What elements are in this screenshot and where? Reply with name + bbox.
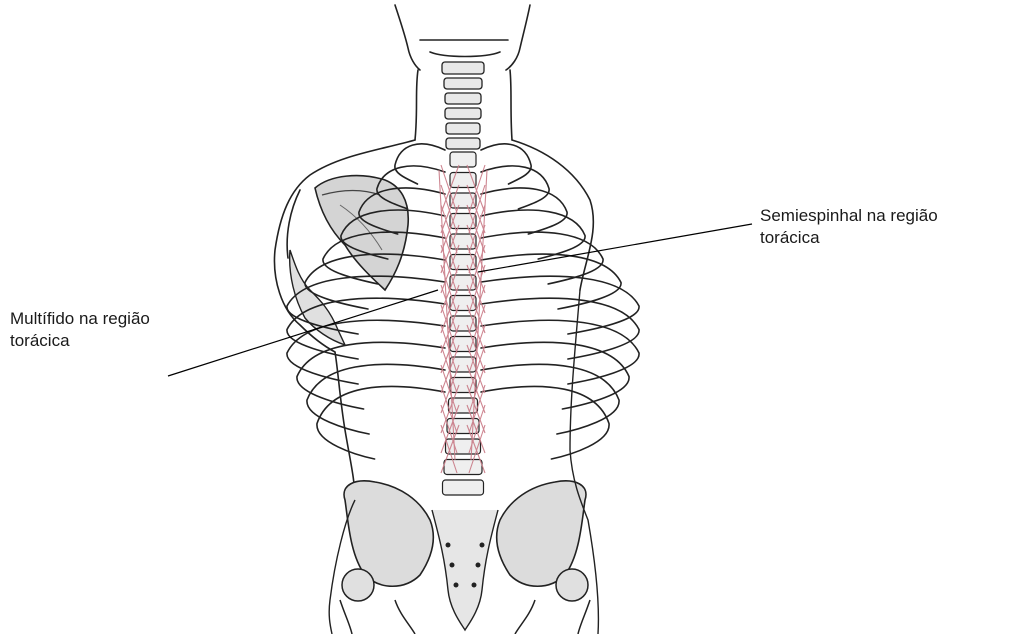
- vertebra: [447, 419, 479, 434]
- semiespinhal-label: Semiespinhal na região torácica: [760, 205, 938, 249]
- vertebra: [450, 152, 476, 167]
- semiespinhal-leader-line: [478, 224, 752, 272]
- rib: [287, 320, 445, 384]
- pelvis: [344, 481, 586, 630]
- rib: [481, 276, 639, 334]
- rib: [395, 144, 445, 184]
- vertebra: [450, 214, 476, 229]
- vertebra: [450, 234, 476, 249]
- semiespinhal-label-line2: torácica: [760, 227, 938, 249]
- rib: [317, 386, 445, 459]
- semiespinhal-label-line1: Semiespinhal na região: [760, 205, 938, 227]
- rib: [481, 144, 531, 184]
- rib: [481, 320, 639, 384]
- vertebra: [444, 460, 482, 475]
- rib: [481, 298, 639, 359]
- multifido-label-line1: Multífido na região: [10, 308, 150, 330]
- vertebra: [450, 193, 476, 208]
- rib: [481, 386, 609, 459]
- rib: [481, 188, 567, 234]
- cervical-spine: [442, 62, 484, 149]
- multifido-label-line2: torácica: [10, 330, 150, 352]
- vertebra: [443, 480, 484, 495]
- thoracic-lumbar-spine: [443, 152, 484, 495]
- multifido-label: Multífido na região torácica: [10, 308, 150, 352]
